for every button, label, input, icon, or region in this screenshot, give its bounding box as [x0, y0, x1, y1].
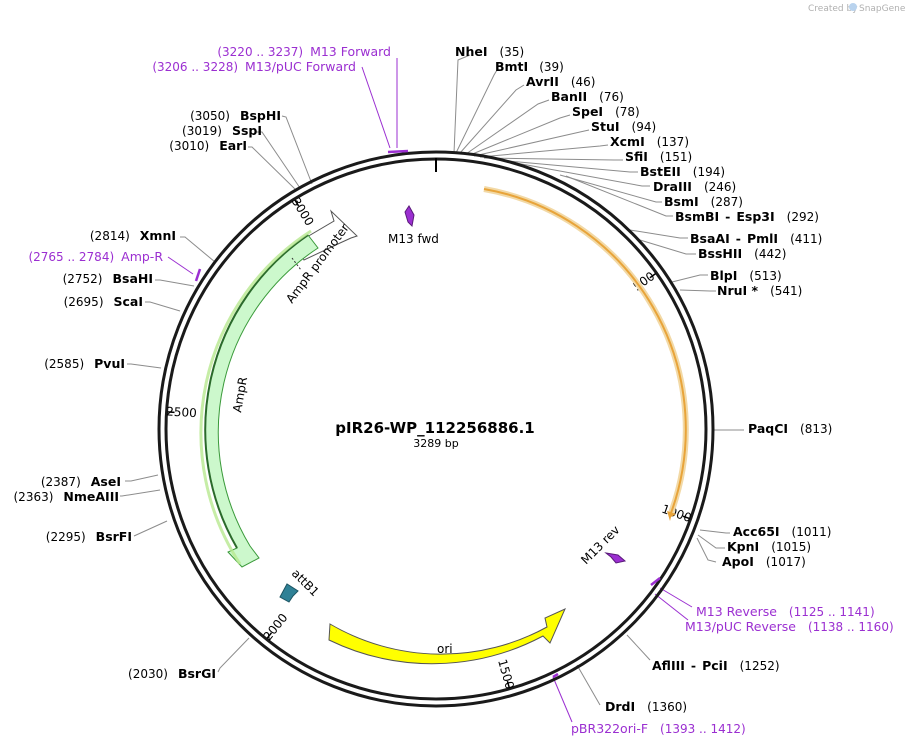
ori-feature: ori — [328, 608, 566, 665]
enzyme-label[interactable]: BanII(76) — [551, 89, 624, 104]
primer-label[interactable]: (3220 .. 3237)M13 Forward — [217, 44, 391, 59]
enzyme-label[interactable]: DraIII(246) — [653, 179, 736, 194]
enzyme-label[interactable]: SfiI(151) — [625, 149, 692, 164]
primer-labels: (3220 .. 3237)M13 Forward (3206 .. 3228)… — [28, 44, 893, 736]
m13-fwd-feature: M13 fwd — [388, 205, 439, 246]
ruler-tick — [506, 680, 511, 689]
primer-label[interactable]: pBR322ori-F(1393 .. 1412) — [571, 721, 746, 736]
enzyme-label[interactable]: (3019)SspI — [182, 123, 262, 138]
enzyme-label[interactable]: (3010)EarI — [169, 138, 247, 153]
enzyme-label[interactable]: AvrII(46) — [526, 74, 595, 89]
enzyme-label[interactable]: NheI(35) — [455, 44, 524, 59]
enzyme-label[interactable]: BsmBI-Esp3I(292) — [675, 209, 819, 224]
enzyme-label[interactable]: KpnI(1015) — [727, 539, 811, 554]
attb1-feature: attB1 — [279, 566, 322, 603]
primer-label[interactable]: M13/pUC Reverse(1138 .. 1160) — [685, 619, 894, 634]
snapgene-logo-icon — [849, 3, 857, 11]
ruler-label: 2500 — [166, 404, 197, 420]
enzyme-label[interactable]: ApoI(1017) — [722, 554, 806, 569]
snapgene-brand-text: SnapGene — [859, 4, 906, 14]
ruler-label: 1500 — [495, 658, 517, 691]
enzyme-label[interactable]: Acc65I(1011) — [733, 524, 831, 539]
enzyme-label[interactable]: PaqCI(813) — [748, 421, 832, 436]
orf-arc — [483, 186, 689, 521]
ampr-feature: AmpR — [199, 229, 319, 568]
primer-marks — [194, 149, 661, 679]
enzyme-label[interactable]: StuI(94) — [591, 119, 656, 134]
primer-label[interactable]: (3206 .. 3228)M13/pUC Forward — [152, 59, 356, 74]
enzyme-labels-left: (3050)BspHI (3019)SspI (3010)EarI (2814)… — [14, 108, 282, 681]
enzyme-label[interactable]: BmtI(39) — [495, 59, 564, 74]
ampr-label: AmpR — [230, 376, 250, 414]
enzyme-label[interactable]: (2387)AseI — [41, 474, 121, 489]
plasmid-length: 3289 bp — [413, 437, 458, 450]
enzyme-label[interactable]: XcmI(137) — [610, 134, 689, 149]
enzyme-label[interactable]: (2585)PvuI — [44, 356, 125, 371]
ruler-label: 2000 — [260, 611, 290, 644]
enzyme-label[interactable]: NruI *(541) — [717, 283, 802, 298]
enzyme-leader-lines-left — [120, 115, 313, 673]
plasmid-name: pIR26-WP_112256886.1 — [335, 419, 534, 437]
enzyme-label[interactable]: (2363)NmeAIII — [14, 489, 120, 504]
enzyme-label[interactable]: (2295)BsrFI — [46, 529, 132, 544]
primer-label[interactable]: (2765 .. 2784)Amp-R — [28, 249, 163, 264]
enzyme-label[interactable]: AflIII-PciI(1252) — [652, 658, 780, 673]
enzyme-label[interactable]: DrdI(1360) — [605, 699, 687, 714]
enzyme-leader-lines-right — [453, 54, 744, 706]
enzyme-label[interactable]: BstEII(194) — [640, 164, 725, 179]
ori-label: ori — [437, 642, 453, 656]
enzyme-label[interactable]: SpeI(78) — [572, 104, 640, 119]
enzyme-label[interactable]: BlpI(513) — [710, 268, 782, 283]
enzyme-label[interactable]: (2030)BsrGI — [128, 666, 216, 681]
primer-label[interactable]: M13 Reverse(1125 .. 1141) — [696, 604, 875, 619]
enzyme-label[interactable]: (2752)BsaHI — [63, 271, 153, 286]
enzyme-label[interactable]: (2814)XmnI — [90, 228, 176, 243]
enzyme-label[interactable]: (2695)ScaI — [64, 294, 143, 309]
ruler-tick — [649, 273, 657, 279]
enzyme-label[interactable]: BsaAI-PmlI(411) — [690, 231, 822, 246]
snapgene-branding: Created by SnapGene — [808, 3, 906, 14]
enzyme-labels-right: NheI(35) BmtI(39) AvrII(46) BanII(76) Sp… — [455, 44, 832, 714]
ruler-tick — [266, 632, 273, 639]
m13-fwd-label: M13 fwd — [388, 232, 439, 246]
m13-rev-feature: M13 rev — [578, 523, 627, 567]
ruler-label: 3000 — [289, 195, 317, 228]
created-by-text: Created by — [808, 4, 858, 14]
primer-leader-lines — [167, 58, 693, 723]
ruler-tick — [294, 199, 300, 207]
enzyme-label[interactable]: BsmI(287) — [664, 194, 743, 209]
enzyme-label[interactable]: BssHII(442) — [698, 246, 786, 261]
ruler-tick — [682, 515, 690, 520]
enzyme-label[interactable]: (3050)BspHI — [190, 108, 281, 123]
